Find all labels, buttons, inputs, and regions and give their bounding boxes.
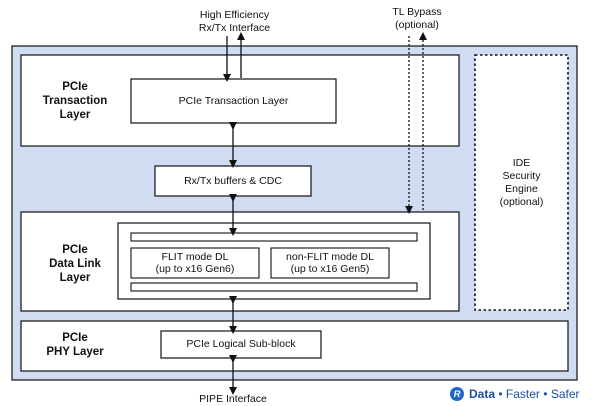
transaction-inner-label: PCIe Transaction Layer (178, 94, 289, 107)
nonflit-dl-label: non-FLIT mode DL (up to x16 Gen5) (271, 248, 389, 278)
nonflit-dl-box (270, 247, 390, 279)
tl-bypass-line1: TL Bypass (392, 6, 442, 18)
phy-layer-title: PCIe PHY Layer (30, 331, 120, 359)
buffers-label: Rx/Tx buffers & CDC (184, 174, 282, 187)
nonflit-line1: non-FLIT mode DL (286, 250, 374, 263)
flit-line2: (up to x16 Gen6) (155, 263, 235, 275)
phy-logical-label: PCIe Logical Sub-block (186, 338, 296, 351)
pipe-interface-label: PIPE Interface (199, 393, 267, 405)
brand-logo: R Data • Faster • Safer (450, 386, 580, 402)
transaction-title-line3: Layer (59, 109, 91, 121)
phy-title-line1: PCIe (62, 332, 88, 344)
hei-line2: Rx/Tx Interface (198, 22, 271, 34)
ide-line4: (optional) (499, 196, 544, 208)
dl-bottom-bar (130, 282, 418, 292)
dl-title-line1: PCIe (62, 244, 88, 256)
phy-title-line2: PHY Layer (46, 346, 104, 358)
transaction-title-line2: Transaction (42, 95, 108, 107)
data-link-layer-title: PCIe Data Link Layer (30, 243, 120, 285)
tagline-word-data: Data (469, 387, 496, 401)
tagline-word-safer: Safer (550, 387, 580, 401)
flit-dl-box (130, 247, 260, 279)
brand-tagline: Data • Faster • Safer (469, 387, 580, 401)
dl-top-bar (130, 232, 418, 242)
ide-line2: Security (502, 170, 541, 182)
flit-dl-label: FLIT mode DL (up to x16 Gen6) (131, 248, 259, 278)
flit-line1: FLIT mode DL (161, 250, 229, 263)
ide-engine-box (474, 54, 569, 311)
tl-bypass-line2: (optional) (395, 19, 439, 31)
ide-line1: IDE (512, 157, 531, 169)
transaction-title-line1: PCIe (62, 81, 88, 93)
dl-title-line3: Layer (59, 272, 91, 284)
phy-logical-box (160, 330, 322, 359)
tagline-dot-1: • (498, 387, 503, 401)
buffers-box (154, 165, 312, 197)
brand-mark-icon: R (450, 387, 464, 401)
ide-engine-label: IDE Security Engine (optional) (475, 157, 568, 209)
transaction-layer-title: PCIe Transaction Layer (30, 80, 120, 122)
tagline-dot-2: • (543, 387, 548, 401)
transaction-layer-inner-box (130, 78, 337, 124)
dl-title-line2: Data Link (49, 258, 101, 270)
nonflit-line2: (up to x16 Gen5) (290, 263, 370, 275)
ide-line3: Engine (505, 183, 538, 195)
hei-interface-label: High Efficiency Rx/Tx Interface (172, 9, 297, 35)
tagline-word-faster: Faster (505, 387, 540, 401)
tl-bypass-label: TL Bypass (optional) (372, 6, 462, 32)
hei-line1: High Efficiency (199, 9, 270, 21)
